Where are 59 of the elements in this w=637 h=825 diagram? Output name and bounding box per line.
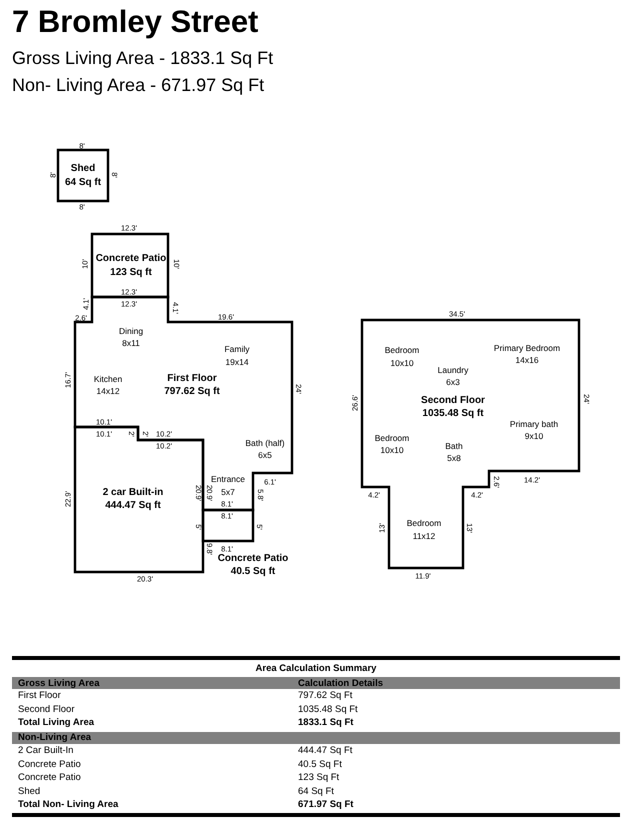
area-value: 797.62 Sq Ft bbox=[298, 690, 352, 702]
room-label: Bath (half) bbox=[245, 438, 285, 448]
room-label: Bedroom bbox=[406, 518, 442, 528]
area-value: 1833.1 Sq Ft bbox=[298, 717, 354, 728]
room-label: Primary Bedroom bbox=[494, 344, 560, 352]
area-value: 123 Sq Ft bbox=[298, 772, 340, 784]
room-label: 9x10 bbox=[524, 432, 544, 440]
room-label: Dining bbox=[118, 326, 144, 336]
room-label: 19x14 bbox=[225, 358, 249, 366]
page-title: 7 Bromley Street bbox=[12, 4, 258, 40]
area-label: 40.5 Sq ft bbox=[230, 567, 276, 577]
column-header: Calculation Details bbox=[298, 678, 383, 688]
row-label: 2 Car Built-In bbox=[17, 745, 74, 756]
room-label: 10x10 bbox=[380, 446, 404, 454]
row-label: First Floor bbox=[17, 690, 62, 702]
area-subtitle: Gross Living Area - 1833.1 Sq Ft bbox=[12, 48, 274, 69]
room-label: Bedroom bbox=[384, 346, 420, 354]
area-label: Concrete Patio bbox=[218, 554, 288, 564]
room-label: Laundry bbox=[438, 366, 468, 374]
row-label: Total Non- Living Area bbox=[17, 799, 120, 810]
area-label: Second Floor bbox=[421, 396, 485, 406]
room-label: Bedroom bbox=[374, 434, 410, 442]
room-label: Kitchen bbox=[94, 374, 122, 384]
area-value: 671.97 Sq Ft bbox=[298, 799, 354, 810]
room-label: 14x12 bbox=[96, 386, 120, 396]
room-label: Primary bath bbox=[510, 420, 558, 428]
area-label: 797.62 Sq ft bbox=[164, 387, 220, 397]
area-value: 1035.48 Sq Ft bbox=[298, 704, 358, 715]
room-label: 10x10 bbox=[390, 358, 414, 368]
area-label: Concrete Patio bbox=[96, 254, 166, 264]
row-label: Total Living Area bbox=[17, 717, 96, 728]
row-label: Shed bbox=[17, 786, 42, 797]
column-header: Gross Living Area bbox=[17, 678, 101, 688]
room-label: Family bbox=[224, 344, 250, 354]
area-label: First Floor bbox=[167, 374, 217, 384]
room-label: 6x5 bbox=[258, 450, 272, 460]
area-label: 64 Sq ft bbox=[64, 178, 102, 188]
area-label: 444.47 Sq ft bbox=[105, 501, 161, 511]
room-label: 6x3 bbox=[446, 378, 460, 386]
room-label: 5x8 bbox=[447, 454, 461, 462]
room-label: 8x11 bbox=[122, 338, 140, 348]
area-value: 444.47 Sq Ft bbox=[298, 745, 352, 756]
row-label: Concrete Patio bbox=[17, 772, 82, 784]
area-label: 123 Sq ft bbox=[110, 268, 152, 278]
area-label: 1035.48 Sq ft bbox=[422, 409, 484, 419]
area-subtitle: Non- Living Area - 671.97 Sq Ft bbox=[12, 75, 264, 96]
column-header: Non-Living Area bbox=[17, 732, 92, 744]
row-label: Second Floor bbox=[17, 704, 76, 715]
room-label: 14x16 bbox=[515, 356, 539, 364]
area-value: 40.5 Sq Ft bbox=[298, 758, 342, 770]
row-label: Concrete Patio bbox=[17, 758, 82, 770]
room-label: 5x7 bbox=[221, 488, 235, 496]
area-label: Shed bbox=[70, 164, 96, 174]
area-value: 64 Sq Ft bbox=[298, 786, 334, 797]
area-label: 2 car Built-in bbox=[102, 488, 164, 498]
room-label: Entrance bbox=[210, 474, 246, 484]
room-label: 11x12 bbox=[412, 532, 436, 540]
table-title: Area Calculation Summary bbox=[256, 662, 376, 674]
room-label: Bath bbox=[445, 442, 463, 450]
